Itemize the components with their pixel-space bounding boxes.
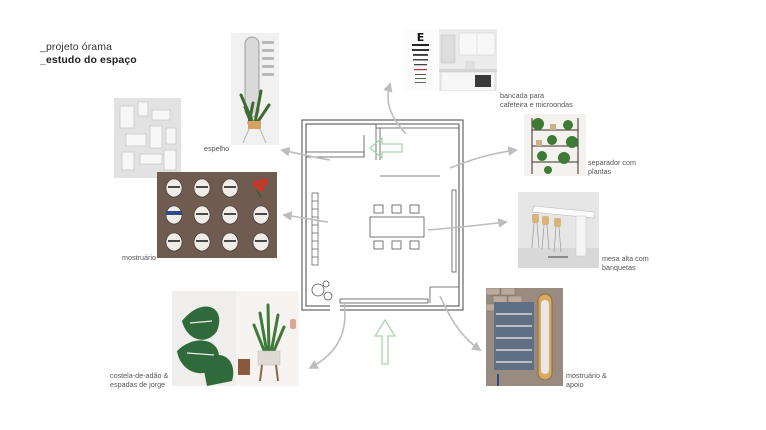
kitchen-counter xyxy=(305,135,365,158)
caption-mesa-line2: banquetas xyxy=(602,263,636,272)
counter-arrow xyxy=(368,136,403,160)
caption-mostruario-apoio-line1: mostruário & xyxy=(566,371,607,380)
caption-espelho: espelho xyxy=(204,144,230,153)
central-table xyxy=(369,204,425,250)
right-wall-shelf xyxy=(451,189,457,273)
plant-shelf-photo xyxy=(524,114,586,176)
arrow-to-shelf xyxy=(449,146,518,169)
caption-mostruario-apoio-line2: apoio xyxy=(566,380,584,389)
plants-photo xyxy=(172,291,299,386)
mirror-photo xyxy=(231,33,279,145)
caption-mostruario-apoio: mostruário & apoio xyxy=(566,371,607,389)
wall-relief-photo xyxy=(114,98,181,178)
svg-text:E: E xyxy=(417,31,425,44)
plant-circles xyxy=(311,280,333,301)
caption-costela-line1: costela-de-adão & xyxy=(110,371,169,380)
caption-mostruario: mostruário xyxy=(122,253,156,262)
top-shelf xyxy=(375,123,460,160)
arrow-to-kitchen xyxy=(383,82,407,135)
arrow-to-mirror xyxy=(280,146,331,161)
caption-separador-line1: separador com xyxy=(588,158,636,167)
project-title: _projeto órama xyxy=(40,41,113,53)
support-counter xyxy=(339,286,459,304)
display-wall-photo xyxy=(486,288,563,386)
caption-separador: separador com plantas xyxy=(588,158,636,176)
caption-mesa-line1: mesa alta com xyxy=(602,254,649,263)
left-display-wall xyxy=(311,192,319,266)
caption-costela-line2: espadas de jorge xyxy=(110,380,166,389)
arrow-to-table xyxy=(427,218,508,231)
floor-plan-walls xyxy=(301,119,464,311)
arrow-to-plants xyxy=(308,301,346,369)
glasses-display-photo xyxy=(157,172,277,258)
kitchen-photo xyxy=(439,29,497,91)
arrow-to-display-support xyxy=(439,295,482,352)
high-table-photo xyxy=(518,192,599,268)
caption-mesa: mesa alta com banquetas xyxy=(602,254,649,272)
entrance-arrow xyxy=(373,318,397,365)
caption-separador-line2: plantas xyxy=(588,167,612,176)
caption-bancada: bancada para cafeteira e microondas xyxy=(500,91,573,109)
caption-costela: costela-de-adão & espadas de jorge xyxy=(110,371,168,389)
door-opening xyxy=(330,303,340,311)
page-subtitle: _estudo do espaço xyxy=(40,54,137,66)
eye-chart-photo: E xyxy=(403,29,438,91)
arrow-to-display xyxy=(282,211,329,223)
caption-bancada-line2: cafeteira e microondas xyxy=(500,100,573,109)
caption-bancada-line1: bancada para xyxy=(500,91,544,100)
